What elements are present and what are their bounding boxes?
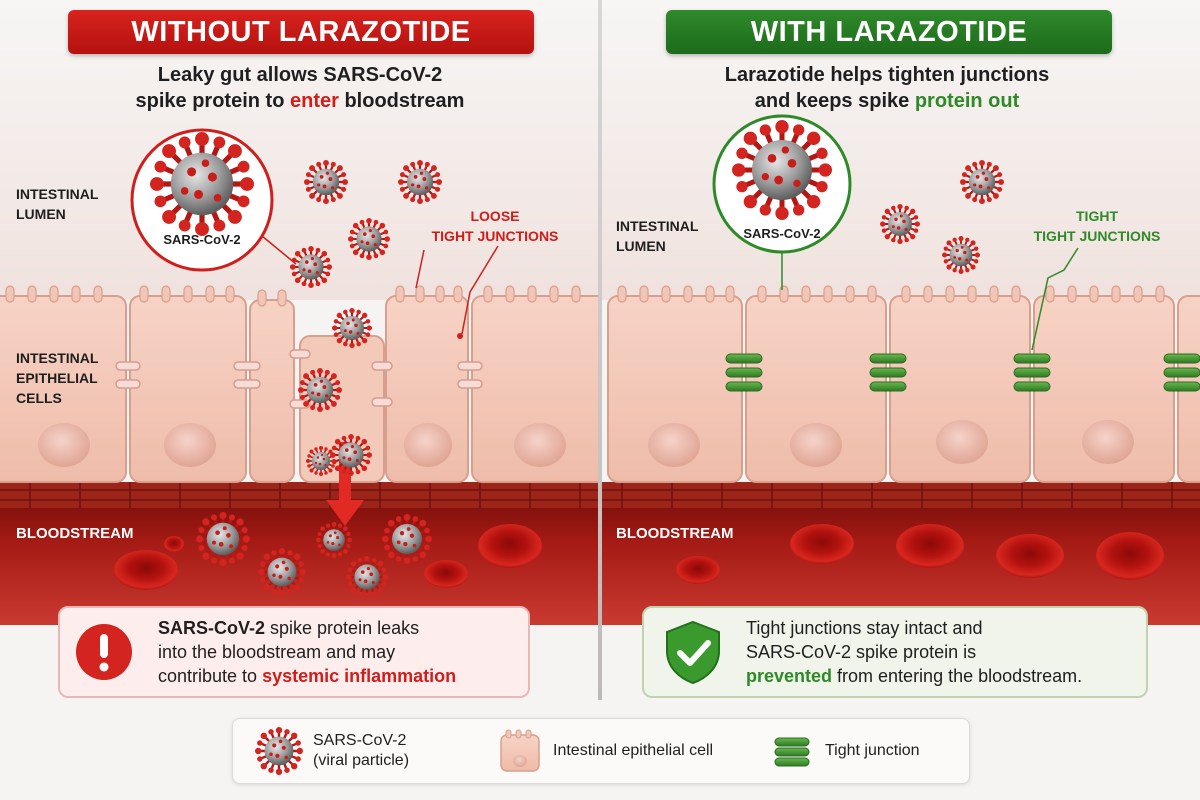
panel-divider xyxy=(598,0,602,700)
right-subtitle-line1: Larazotide helps tighten junctions xyxy=(724,64,1050,86)
right-subtitle-line2: and keeps spike protein out xyxy=(754,90,1020,112)
right-virus-label: SARS-CoV-2 xyxy=(743,226,820,241)
red-blood-cells xyxy=(114,524,542,590)
red-blood-cells xyxy=(676,524,1164,584)
right-panel-with-larazotide: SARS-CoV-2 WITH LARAZOTIDE Larazotide he… xyxy=(602,0,1200,718)
left-subtitle-line1: Leaky gut allows SARS-CoV-2 xyxy=(157,64,443,86)
legend-virus-icon xyxy=(255,727,303,775)
left-basement-membrane xyxy=(0,482,598,508)
epithelial-cell xyxy=(471,295,598,483)
right-blood-label: BLOODSTREAM xyxy=(616,525,734,542)
left-callout-text: SARS-CoV-2 spike protein leaks into the … xyxy=(158,618,457,686)
legend-junction-icon xyxy=(774,737,810,767)
exclamation-icon xyxy=(76,624,132,680)
legend-cell-icon xyxy=(500,729,540,772)
epithelial-cell xyxy=(249,299,295,483)
legend-virus-text: SARS-CoV-2(viral particle) xyxy=(313,732,410,769)
sars-cov-2-icon xyxy=(732,120,832,220)
right-subtitle: Larazotide helps tighten junctions and k… xyxy=(672,62,1102,114)
legend-junction-text: Tight junction xyxy=(825,742,920,759)
left-banner: WITHOUT LARAZOTIDE xyxy=(68,10,534,54)
right-callout: Tight junctions stay intact and SARS-CoV… xyxy=(642,606,1148,698)
left-callout: SARS-CoV-2 spike protein leaks into the … xyxy=(58,606,530,698)
loose-junctions xyxy=(115,349,483,409)
left-blood-label: BLOODSTREAM xyxy=(16,525,134,542)
right-banner: WITH LARAZOTIDE xyxy=(666,10,1112,54)
shield-check-icon xyxy=(666,620,720,685)
tight-junctions xyxy=(725,353,1200,392)
left-virus-label: SARS-CoV-2 xyxy=(163,232,240,247)
right-callout-text: Tight junctions stay intact and SARS-CoV… xyxy=(746,618,1083,686)
legend: SARS-CoV-2(viral particle) Intestinal ep… xyxy=(232,718,970,784)
left-subtitle-line2: spike protein to enter bloodstream xyxy=(135,90,465,112)
left-subtitle: Leaky gut allows SARS-CoV-2 spike protei… xyxy=(60,62,540,114)
sars-cov-2-icon xyxy=(150,132,254,236)
left-panel-without-larazotide: SARS-CoV-2 WITHOUT LARAZOTIDE Leaky gut … xyxy=(0,0,598,718)
right-basement-membrane xyxy=(602,482,1200,508)
legend-cell-text: Intestinal epithelial cell xyxy=(553,742,714,759)
